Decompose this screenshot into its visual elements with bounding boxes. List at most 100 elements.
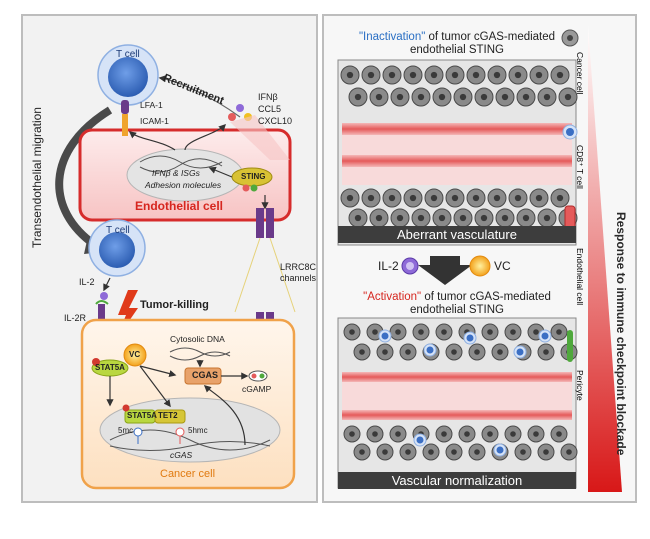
cancer-cell-nucleus [464, 431, 470, 437]
cytokine-cxcl10: CXCL10 [258, 116, 293, 126]
cancer-cell-nucleus [375, 93, 383, 101]
cancer-cell-nucleus [564, 93, 572, 101]
cancer-cell-nucleus [382, 449, 388, 455]
cancer-cell-nucleus [535, 194, 543, 202]
cancer-cell-nucleus [372, 329, 378, 335]
top-vessel-wall-2 [342, 155, 572, 167]
cancer-cell-nucleus [543, 214, 551, 222]
cancer-cell-nucleus [349, 431, 355, 437]
five-hmc-label: 5hmc [188, 426, 208, 435]
down-arrow-icon [418, 256, 472, 285]
cancer-cell-nucleus [487, 431, 493, 437]
cancer-cell-nucleus [430, 194, 438, 202]
cancer-cell-nucleus [474, 449, 480, 455]
ifn-isgs-label: IFNβ & ISGs [152, 168, 200, 178]
cancer-cell-nucleus [354, 93, 362, 101]
five-mc-label: 5mc [118, 426, 134, 435]
cancer-cell-nucleus [535, 71, 543, 79]
cancer-cell-nucleus [417, 93, 425, 101]
cancer-cell-nucleus [459, 214, 467, 222]
middle-vc-label: VC [494, 259, 511, 273]
cancer-cell-nucleus [451, 71, 459, 79]
cancer-cell-nucleus [474, 349, 480, 355]
cancer-cell-nucleus [417, 214, 425, 222]
cancer-cell-nucleus [493, 194, 501, 202]
cancer-cell-nucleus [372, 431, 378, 437]
lfa1-label: LFA-1 [140, 100, 163, 110]
legend-cancer-label: Cancer cell [575, 52, 585, 95]
cancer-cell-nucleus [556, 431, 562, 437]
cancer-cell-nucleus [480, 93, 488, 101]
cancer-cell-nucleus [566, 449, 572, 455]
il2r-label: IL-2R [64, 313, 87, 323]
cancer-cell-nucleus [396, 93, 404, 101]
il2-label: IL-2 [79, 277, 95, 287]
cancer-cell-nucleus [395, 329, 401, 335]
legend-tcell-label: CD8⁺ T cell [575, 145, 585, 189]
cancer-cell-nucleus [438, 93, 446, 101]
t-cell-nucleus [416, 436, 424, 444]
stat5a-complex-label: STAT5A [127, 411, 157, 420]
cancer-cell-nucleus [409, 71, 417, 79]
cancer-cell-nucleus [441, 329, 447, 335]
adhesion-label: Adhesion molecules [145, 180, 222, 190]
response-label: Response to immune checkpoint blockade [614, 212, 628, 456]
cancer-cell-nucleus [501, 93, 509, 101]
cancer-cell-nucleus [472, 194, 480, 202]
lrrc8c-label: LRRC8C channels [280, 262, 317, 283]
sting-label: STING [241, 172, 266, 181]
cancer-cell-nucleus [497, 349, 503, 355]
cancer-cell-nucleus [441, 431, 447, 437]
cgas-gene-label: cGAS [170, 450, 193, 460]
top-panel-title: "Inactivation" of tumor cGAS-mediated en… [358, 31, 556, 56]
endothelial-cell-label: Endothelial cell [135, 199, 224, 213]
response-triangle [588, 25, 622, 492]
cancer-cell-nucleus [354, 214, 362, 222]
cancer-cell-nucleus [510, 329, 516, 335]
vc-label-left: VC [129, 350, 141, 359]
cancer-cell-nucleus [451, 194, 459, 202]
cancer-cell-label: Cancer cell [160, 468, 216, 480]
cancer-cell-nucleus [405, 349, 411, 355]
cancer-cell-nucleus [382, 349, 388, 355]
cancer-cell-nucleus [430, 71, 438, 79]
cancer-cell-nucleus [493, 71, 501, 79]
cancer-cell-nucleus [395, 431, 401, 437]
cgas-box-label: CGAS [192, 370, 219, 380]
legend-pericyte-label: Pericyte [575, 370, 585, 401]
cancer-cell-nucleus [533, 431, 539, 437]
cancer-cell-nucleus [388, 194, 396, 202]
t-cell-nucleus [426, 346, 434, 354]
cancer-cell-nucleus [451, 349, 457, 355]
t-cell-nucleus [466, 334, 474, 342]
cancer-cell-nucleus [409, 194, 417, 202]
cancer-cell-nucleus [487, 329, 493, 335]
cancer-cell-nucleus [396, 214, 404, 222]
cancer-cell-nucleus [438, 214, 446, 222]
cancer-cell-nucleus [349, 329, 355, 335]
migration-label: Transendothelial migration [30, 107, 44, 248]
lrrc8c-top [256, 208, 264, 238]
middle-il2-label: IL-2 [378, 259, 399, 273]
cancer-cell-nucleus [428, 449, 434, 455]
cancer-cell-nucleus [451, 449, 457, 455]
cancer-cell-nucleus [480, 214, 488, 222]
cancer-cell-nucleus [556, 194, 564, 202]
stat5a-label: STAT5A [95, 363, 125, 372]
cancer-cell-nucleus [501, 214, 509, 222]
cancer-cell-nucleus [346, 194, 354, 202]
cgamp-label: cGAMP [242, 384, 272, 394]
t-cell-bottom-label: T cell [106, 225, 130, 236]
cancer-cell-nucleus [520, 449, 526, 455]
tumor-killing-label: Tumor-killing [140, 299, 209, 311]
cancer-cell-nucleus [472, 71, 480, 79]
legend-pericyte-icon [567, 330, 573, 362]
cancer-cell-nucleus [556, 71, 564, 79]
cancer-cell-nucleus [367, 194, 375, 202]
cancer-cell-nucleus [514, 194, 522, 202]
migration-arrow [55, 106, 113, 249]
cancer-cell-nucleus [388, 71, 396, 79]
t-cell-nucleus [496, 446, 504, 454]
t-cell-nucleus [541, 332, 549, 340]
